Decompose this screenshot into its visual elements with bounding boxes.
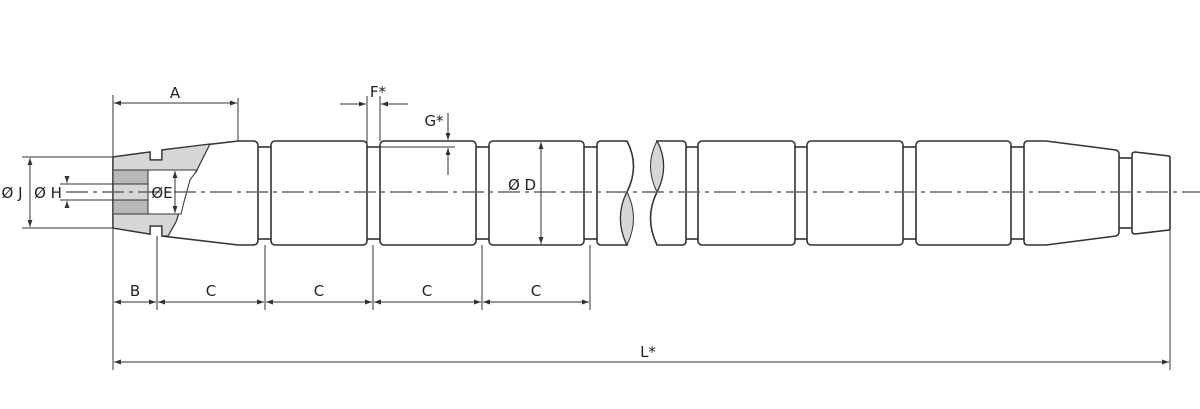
dimension-label-f: F*	[370, 83, 387, 101]
dimension-label-d: Ø D	[508, 176, 536, 194]
dimension-label-g: G*	[424, 112, 444, 130]
dimension-label-b: B	[130, 282, 140, 300]
dimension-label-j: Ø J	[2, 184, 23, 202]
dimension-label-h: Ø H	[34, 184, 62, 202]
dimension-label-e: ØE	[151, 184, 172, 202]
shank-end	[112, 140, 259, 246]
dimension-label-c: C	[206, 282, 216, 300]
dimension-label-c: C	[531, 282, 541, 300]
dimension-f: F*	[340, 83, 408, 147]
dimension-j: Ø J	[2, 156, 113, 229]
dimension-a: A	[112, 84, 239, 157]
dimension-label-a: A	[170, 84, 181, 102]
rod-segments	[270, 139, 1171, 247]
dimension-chain-bc: B C C C C	[112, 228, 591, 370]
dimension-e: ØE	[151, 171, 178, 213]
dimension-l: L*	[114, 230, 1171, 370]
dimension-h: Ø H	[34, 176, 113, 208]
dimension-g: G*	[380, 112, 455, 175]
dimension-label-l: L*	[640, 343, 656, 361]
dimension-label-c: C	[314, 282, 324, 300]
dimension-d: Ø D	[508, 142, 544, 244]
dimension-label-c: C	[422, 282, 432, 300]
